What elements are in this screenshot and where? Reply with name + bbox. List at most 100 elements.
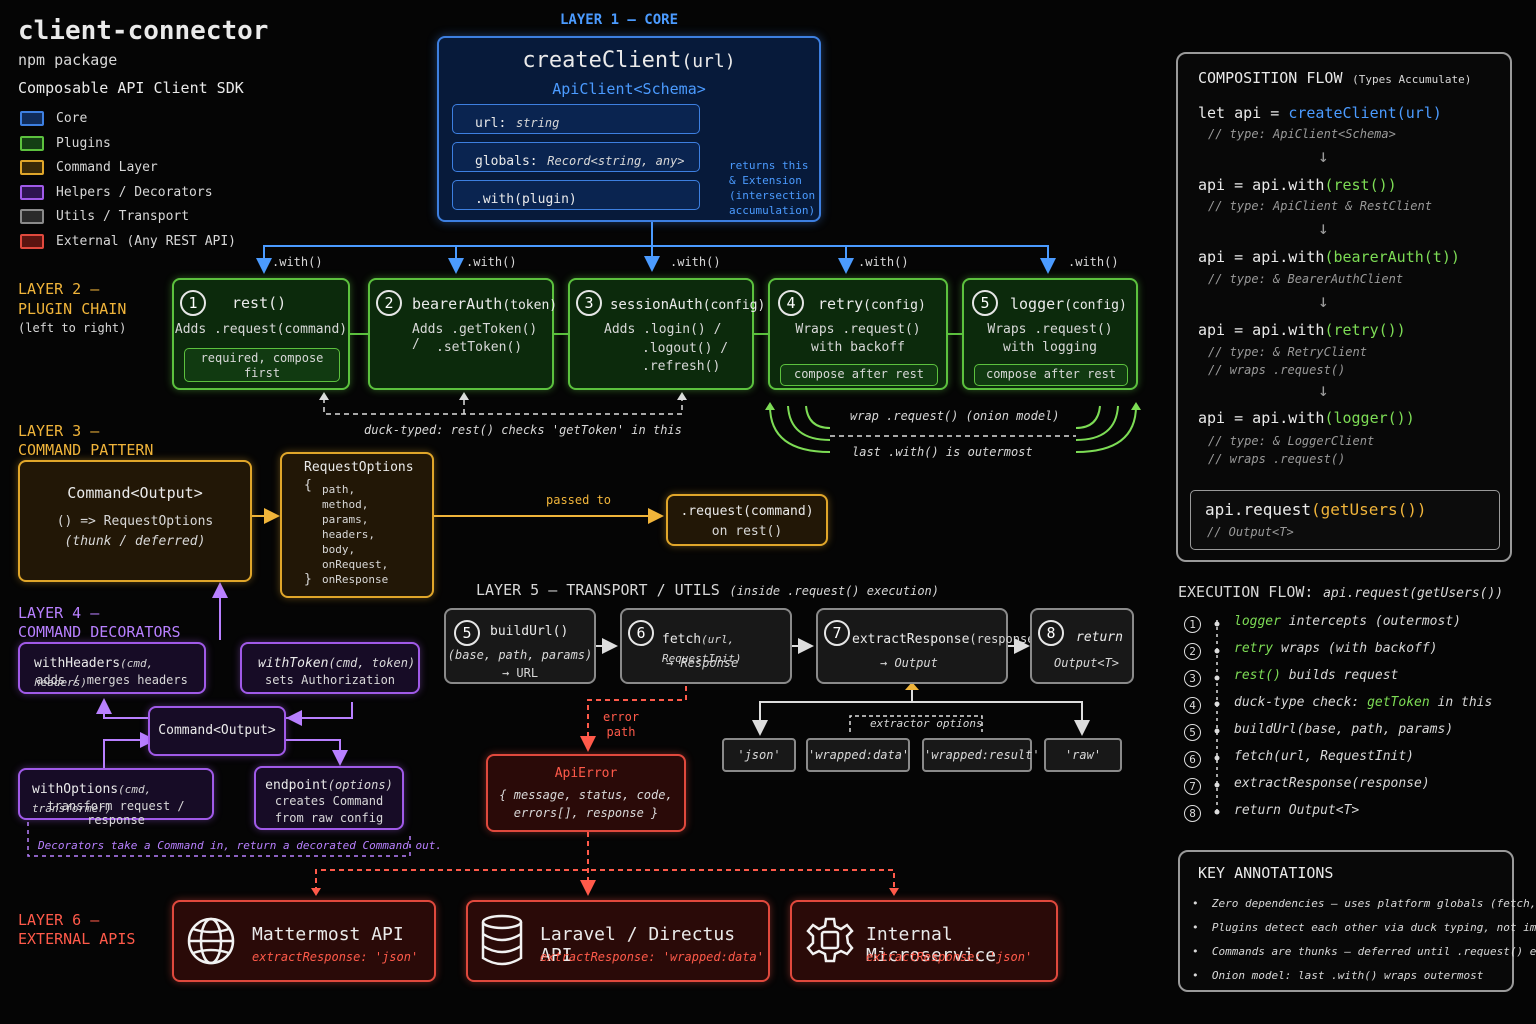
core-title: createClient(url) — [522, 48, 736, 73]
down-arrow-icon: ↓ — [1318, 146, 1329, 167]
plugin-name: logger(config) — [1010, 295, 1127, 313]
external-api-name: Internal Microservice — [866, 924, 997, 966]
plugin-bearer-auth[interactable]: 2 bearerAuth(token) Adds .getToken() / .… — [368, 278, 558, 390]
decorator-command-center: Command<Output> — [148, 706, 286, 756]
plugin-desc: Wraps .request() — [987, 322, 1113, 337]
extractor-json: 'json' — [722, 738, 796, 772]
request-options-box: RequestOptions { path,method, params,hea… — [280, 452, 434, 598]
legend-label: Helpers / Decorators — [56, 185, 213, 200]
with-headers-desc: adds / merges headers — [36, 673, 188, 687]
core-type: ApiClient<Schema> — [552, 80, 706, 98]
annotation-item: • Zero dependencies — uses platform glob… — [1192, 897, 1536, 910]
fetch-name: fetch(url, RequestInit) — [662, 632, 742, 665]
down-arrow-icon: ↓ — [1318, 380, 1329, 401]
legend-swatch-helpers — [20, 185, 44, 200]
transport-fetch: 6 fetch(url, RequestInit) → Response — [620, 608, 792, 684]
plugin-retry[interactable]: 4 retry(config) Wraps .request() with ba… — [768, 278, 948, 390]
legend-label: Plugins — [56, 136, 111, 151]
plugin-name: bearerAuth(token) — [412, 295, 558, 313]
with-options-box[interactable]: withOptions(cmd, transformer) transform … — [18, 768, 214, 827]
annotation-item: • Commands are thunks — deferred until .… — [1192, 945, 1536, 958]
with-headers-box[interactable]: withHeaders(cmd, headers) adds / merges … — [18, 642, 206, 694]
with-label: .with() — [272, 255, 323, 269]
composition-flow-panel: COMPOSITION FLOW (Types Accumulate) let … — [1176, 52, 1512, 562]
plugin-badge: required, compose first — [184, 348, 340, 382]
external-api-extract: extractResponse: 'json' — [866, 950, 1033, 964]
legend-label: Utils / Transport — [56, 209, 190, 224]
core-field-globals: globals: Record<string, any> — [452, 142, 700, 172]
with-headers-name: withHeaders(cmd, headers) — [34, 656, 154, 689]
onion-note: wrap .request() (onion model) — [850, 409, 1060, 423]
composition-step-comment: // type: & RetryClient — [1208, 345, 1367, 359]
composition-title: COMPOSITION FLOW (Types Accumulate) — [1198, 69, 1472, 87]
build-url-name: buildUrl() — [490, 624, 569, 639]
command-line: (thunk / deferred) — [64, 534, 206, 549]
composition-step-comment: // type: & BearerAuthClient — [1208, 272, 1404, 286]
plugin-name: rest() — [232, 294, 287, 312]
request-command-box[interactable]: .request(command) on rest() — [666, 494, 828, 546]
plugin-desc: .logout() / .refresh() — [642, 341, 729, 374]
annotations-list: • Zero dependencies — uses platform glob… — [1192, 892, 1536, 988]
endpoint-desc: creates Command — [274, 794, 384, 808]
legend-label: External (Any REST API) — [56, 234, 237, 249]
composition-step-comment: // wraps .request() — [1208, 363, 1346, 377]
plugin-badge: compose after rest — [780, 364, 938, 386]
external-api-name: Mattermost API — [252, 924, 404, 945]
core-note: returns this & Extension (intersection a… — [729, 159, 816, 217]
command-box: Command<Output> () => RequestOptions (th… — [18, 460, 252, 582]
plugin-name: sessionAuth(config) — [610, 297, 766, 313]
endpoint-box[interactable]: endpoint(options) creates Command from r… — [254, 766, 404, 830]
build-url-result: → URL — [501, 666, 539, 680]
layer6-label-2: EXTERNAL APIS — [18, 930, 136, 948]
composition-step-comment: // type: ApiClient<Schema> — [1208, 127, 1396, 141]
layer3-label-1: LAYER 3 — — [18, 422, 100, 440]
error-path-label: error path — [602, 710, 640, 739]
composition-step-comment: // wraps .request() — [1208, 452, 1346, 466]
step-number: 7 — [824, 620, 850, 646]
endpoint-name: endpoint(options) — [265, 778, 393, 793]
plugin-logger[interactable]: 5 logger(config) Wraps .request() with l… — [962, 278, 1138, 390]
app-title: client-connector — [18, 16, 269, 46]
layer3-label-2: COMMAND PATTERN — [18, 441, 154, 459]
extractor-wrapped-result: 'wrapped:result' — [922, 738, 1040, 772]
api-error-title: ApiError — [554, 766, 618, 781]
legend-label: Command Layer — [56, 160, 158, 175]
core-field-with[interactable]: .with(plugin) — [452, 180, 700, 210]
app-description: Composable API Client SDK — [18, 79, 244, 97]
core-box: createClient(url) ApiClient<Schema> url:… — [437, 36, 821, 222]
duck-type-note: duck-typed: rest() checks 'getToken' in … — [364, 423, 682, 437]
step-number: 6 — [628, 620, 654, 646]
brace-open: { — [304, 478, 312, 493]
build-url-args: (base, path, params) — [447, 648, 593, 662]
plugin-desc: Adds .login() / — [604, 322, 722, 337]
step-number: 8 — [1038, 620, 1064, 646]
composition-step-code: api = api.with(retry()) — [1198, 321, 1406, 339]
layer5-label: LAYER 5 — TRANSPORT / UTILS (inside .req… — [476, 581, 939, 599]
external-api-extract: extractResponse: 'wrapped:data' — [540, 950, 764, 964]
legend-swatch-command — [20, 160, 44, 175]
with-options-desc: transform request / response — [47, 799, 185, 827]
plugin-session-auth[interactable]: 3 sessionAuth(config) Adds .login() / .l… — [568, 278, 765, 390]
final-call-comment: // Output<T> — [1207, 525, 1294, 539]
plugin-rest[interactable]: 1 rest() Adds .request(command) required… — [172, 278, 350, 390]
command-line: () => RequestOptions — [56, 514, 214, 529]
plugin-name: retry(config) — [818, 295, 926, 313]
with-token-desc: sets Authorization — [264, 673, 396, 687]
plugin-badge: compose after rest — [974, 364, 1128, 386]
with-token-box[interactable]: withToken(cmd, token) sets Authorization — [240, 642, 420, 694]
composition-step-code: api = api.with(bearerAuth(t)) — [1198, 248, 1460, 266]
legend-swatch-external — [20, 234, 44, 249]
decorators-note: Decorators take a Command in, return a d… — [38, 839, 442, 852]
transport-extract-response: 7 extractResponse(response) → Output — [816, 608, 1042, 684]
extractor-raw: 'raw' — [1044, 738, 1122, 772]
step-number: 5 — [454, 620, 480, 646]
core-field-url: url: string — [452, 104, 700, 134]
composition-step-code: api = api.with(rest()) — [1198, 176, 1397, 194]
gear-icon — [806, 917, 854, 963]
request-line: on rest() — [711, 524, 783, 539]
annotation-item: • Onion model: last .with() wraps outerm… — [1192, 969, 1484, 982]
